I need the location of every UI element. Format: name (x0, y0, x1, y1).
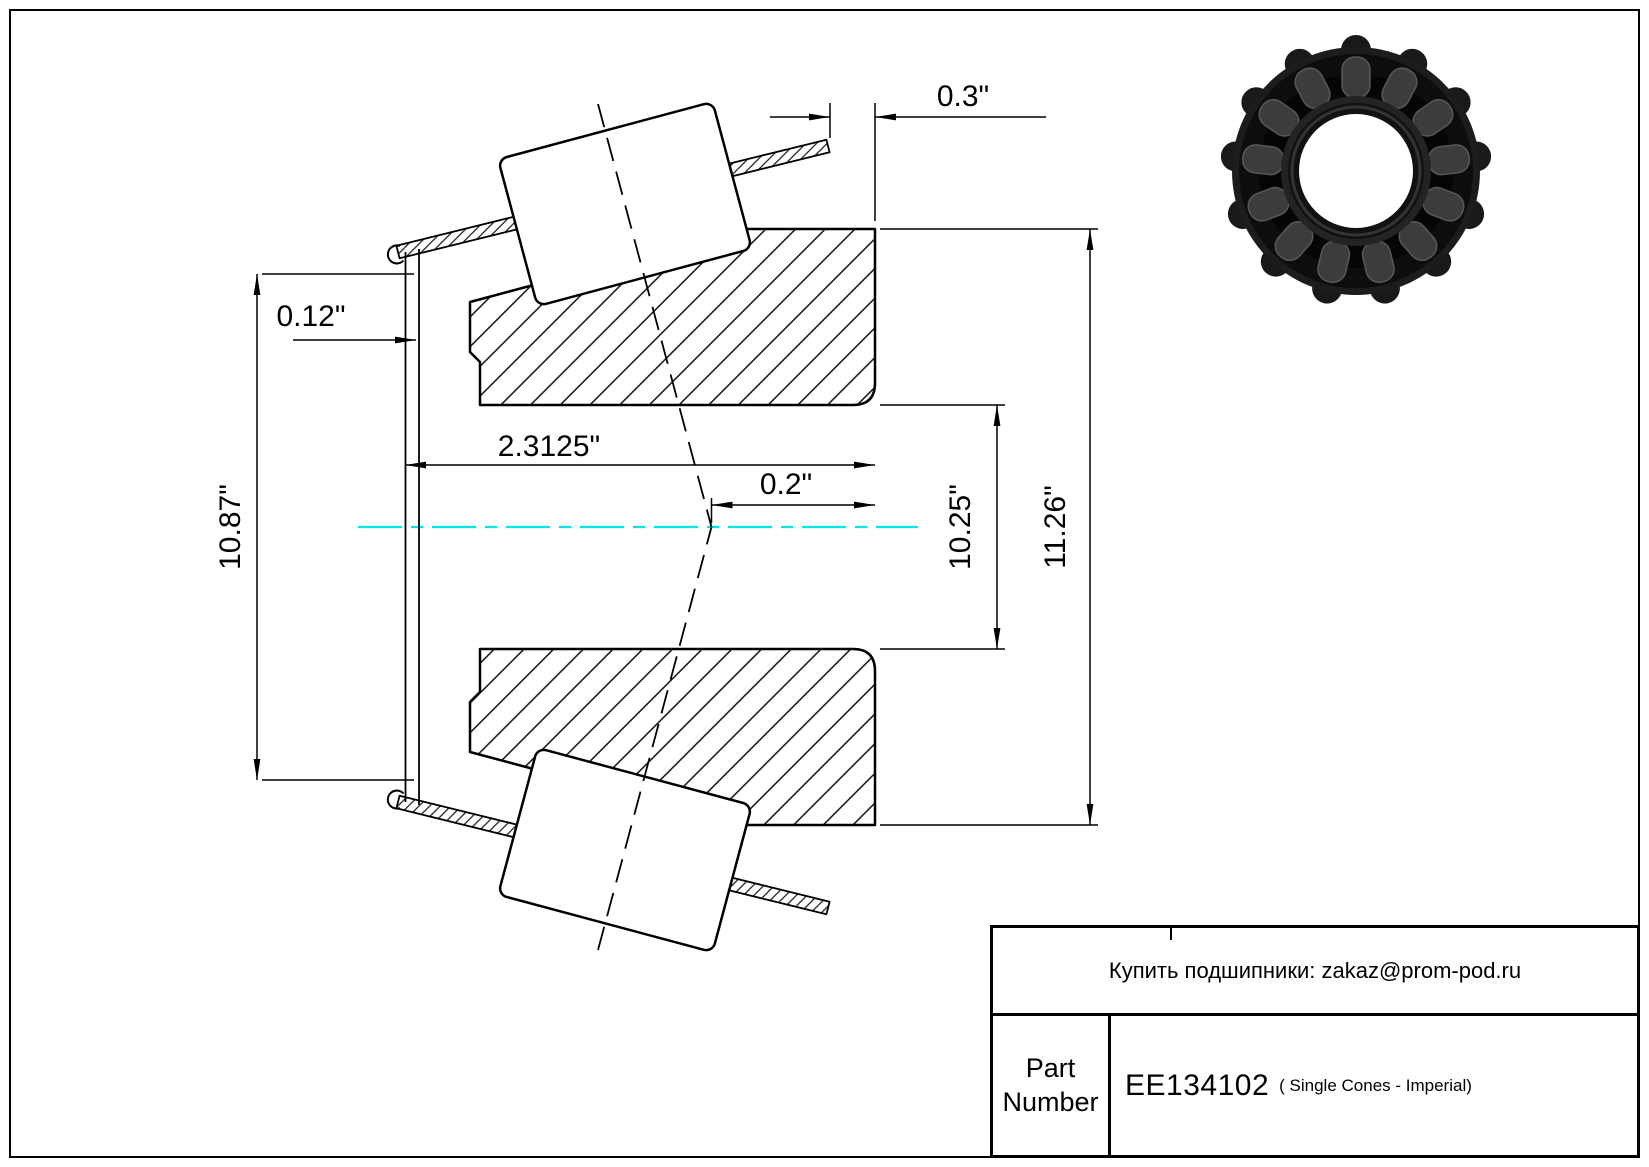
dim-cone-width: 2.3125" (405, 430, 875, 469)
title-block-part-row: Part Number EE134102 ( Single Cones - Im… (993, 1016, 1637, 1155)
dim-cage-clearance-label: 0.12" (276, 300, 345, 333)
title-block-contact-row: Купить подшипники: zakaz@prom-pod.ru (993, 928, 1637, 1016)
part-number-cell: EE134102 ( Single Cones - Imperial) (1111, 1016, 1637, 1155)
cone-lower-section (468, 647, 877, 827)
cone-upper-section (468, 227, 877, 407)
upper-roller-axis (597, 103, 713, 528)
dim-cage-clearance: 0.12" (276, 300, 416, 344)
contact-text: Купить подшипники: zakaz@prom-pod.ru (1108, 957, 1522, 983)
cage-upper-lip (386, 244, 405, 265)
cone-cross-section (358, 102, 918, 952)
bearing-thumbnail (1219, 35, 1493, 307)
dim-back-face-offset-label: 0.3" (937, 80, 989, 113)
dim-apex-offset-label: 0.2" (760, 468, 812, 501)
dim-outside-diameter: 11.26" (880, 228, 1098, 826)
lower-roller-axis (597, 526, 713, 951)
dim-cone-width-label: 2.3125" (498, 430, 600, 463)
dim-cage-diameter: 10.87" (214, 273, 414, 781)
dim-bore-diameter-label: 10.25" (944, 484, 977, 570)
dim-back-face-offset: 0.3" (770, 80, 1046, 221)
dim-apex-offset: 0.2" (710, 468, 875, 523)
cage-lower-lip (386, 789, 405, 810)
dimensions: 0.3" 0.12" 2.3125" 0.2" 10.87" (214, 80, 1098, 826)
part-number-label: Part Number (993, 1016, 1111, 1155)
part-number-value: EE134102 (1125, 1068, 1270, 1102)
title-block-divider-tick (1170, 928, 1172, 940)
dim-cage-diameter-label: 10.87" (214, 484, 247, 570)
part-series-label: ( Single Cones - Imperial) (1279, 1075, 1472, 1095)
dim-outside-diameter-label: 11.26" (1039, 485, 1072, 569)
dim-bore-diameter: 10.25" (880, 404, 1005, 650)
bearing-bore (1299, 114, 1413, 228)
title-block: Купить подшипники: zakaz@prom-pod.ru Par… (990, 925, 1640, 1158)
